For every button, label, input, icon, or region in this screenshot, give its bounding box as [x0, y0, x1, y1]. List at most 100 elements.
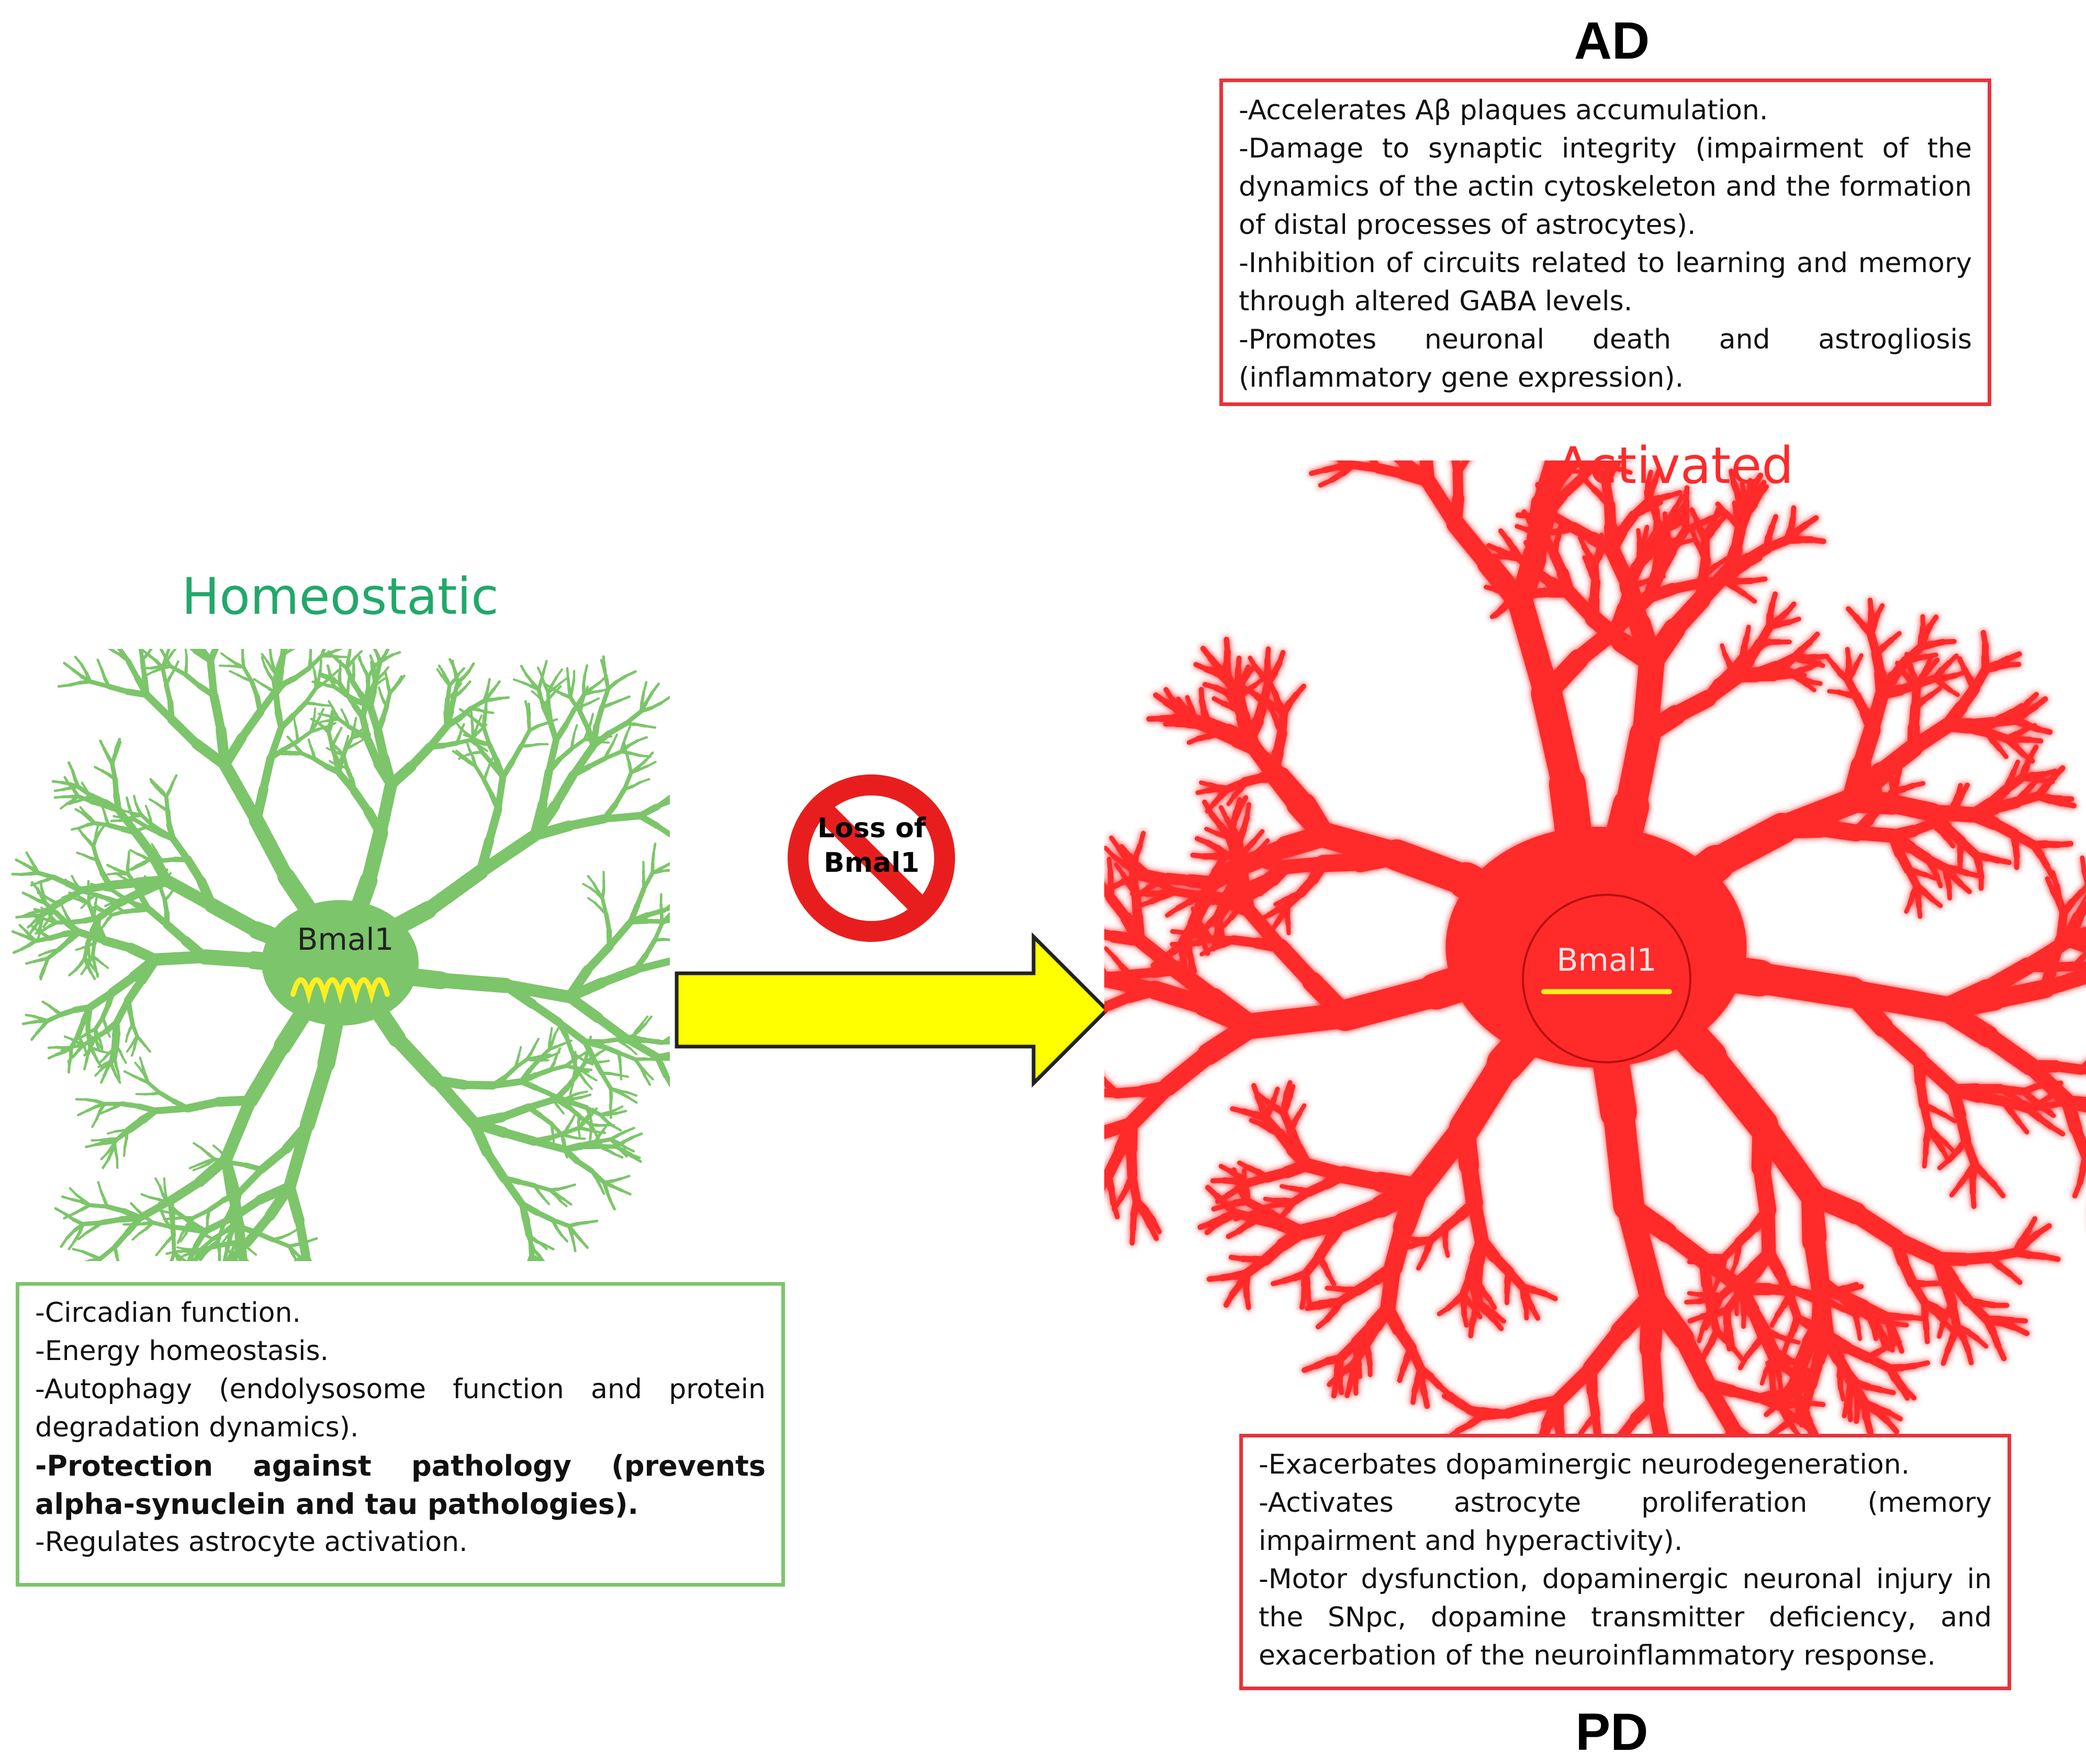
homeostatic-item: -Autophagy (endolysosome function and pr…: [35, 1374, 766, 1443]
astrocyte-process: [580, 693, 586, 705]
astrocyte-process: [1864, 1353, 1893, 1373]
astrocyte-process: [337, 726, 343, 735]
astrocyte-process: [1846, 1204, 1905, 1249]
astrocyte-process: [171, 649, 177, 654]
astrocyte-process: [2050, 1061, 2086, 1075]
astrocyte-process: [624, 1127, 635, 1133]
astrocyte-process: [1279, 1184, 1293, 1190]
astrocyte-process: [68, 681, 82, 687]
astrocyte-process: [1557, 475, 1584, 501]
astrocyte-process: [129, 1118, 147, 1133]
astrocyte-process: [1104, 971, 1163, 998]
astrocyte-process: [627, 912, 651, 925]
astrocyte-process: [533, 1038, 540, 1047]
astrocyte-process: [660, 915, 670, 926]
astrocyte-process: [282, 739, 300, 752]
astrocyte-process: [19, 943, 30, 951]
astrocyte-process: [71, 769, 77, 781]
astrocyte-process: [264, 1181, 295, 1221]
astrocyte-process: [1884, 1418, 1900, 1434]
astrocyte-process: [1684, 485, 1690, 504]
astrocyte-process: [1535, 481, 1545, 499]
astrocyte-process: [80, 967, 87, 975]
astrocyte-process: [71, 874, 76, 883]
transition-arrow: [675, 932, 1109, 1088]
astrocyte-process: [1961, 1136, 1979, 1168]
astrocyte-process: [586, 1219, 599, 1224]
astrocyte-process: [176, 1211, 194, 1226]
astrocyte-process: [553, 1054, 558, 1064]
astrocyte-process: [568, 695, 582, 715]
astrocyte-process: [164, 656, 173, 668]
astrocyte-process: [1985, 1248, 2021, 1262]
astrocyte-process: [1846, 1404, 1853, 1422]
astrocyte-process: [568, 1135, 579, 1140]
astrocyte-process: [631, 957, 670, 974]
astrocyte-process: [1697, 1254, 1750, 1296]
astrocyte-process: [74, 656, 83, 666]
astrocyte-process: [486, 763, 491, 774]
astrocyte-process: [609, 699, 622, 706]
astrocyte-process: [147, 810, 152, 819]
astrocyte-process: [1886, 1410, 1903, 1422]
astrocyte-process: [85, 1143, 97, 1149]
astrocyte-process: [2079, 883, 2086, 895]
astrocyte-process: [1315, 1317, 1330, 1330]
astrocyte-process: [1539, 1419, 1553, 1434]
astrocyte-process: [201, 1214, 238, 1235]
astrocyte-process: [94, 1069, 102, 1077]
astrocyte-process: [531, 690, 540, 698]
astrocyte-process: [550, 1218, 571, 1229]
astrocyte-process: [190, 1228, 200, 1233]
astrocyte-process: [612, 733, 618, 744]
astrocyte-process: [385, 653, 395, 660]
astrocyte-process: [1871, 1324, 1878, 1341]
astrocyte-process: [591, 689, 603, 694]
astrocyte-process: [1930, 897, 1943, 908]
astrocyte-process: [1276, 650, 1286, 666]
astrocyte-process: [1348, 460, 1383, 473]
astrocyte-process: [528, 1235, 534, 1257]
astrocyte-process: [1889, 631, 1902, 643]
astrocyte-process: [2027, 737, 2044, 744]
astrocyte-process: [237, 1223, 248, 1261]
astrocyte-process: [1747, 1307, 1768, 1342]
astrocyte-process: [407, 742, 435, 771]
astrocyte-process: [603, 1121, 610, 1130]
astrocyte-process: [37, 892, 46, 897]
astrocyte-process: [76, 851, 85, 857]
astrocyte-process: [463, 734, 474, 739]
astrocyte-process: [623, 709, 644, 726]
astrocyte-process: [513, 1057, 529, 1070]
astrocyte-process: [639, 706, 654, 713]
astrocyte-process: [1145, 980, 1214, 1015]
astrocyte-process: [212, 1144, 221, 1152]
astrocyte-process: [1762, 1325, 1780, 1355]
astrocyte-process: [471, 756, 477, 768]
astrocyte-process: [485, 685, 490, 695]
astrocyte-process: [519, 728, 532, 748]
astrocyte-process: [1753, 1159, 1777, 1219]
astrocyte-process: [550, 770, 578, 811]
astrocyte-process: [68, 1054, 73, 1066]
astrocyte-process: [587, 1107, 595, 1117]
astrocyte-process: [295, 1216, 310, 1260]
astrocyte-process: [67, 1062, 71, 1074]
astrocyte-process: [622, 1150, 634, 1159]
astrocyte-process: [47, 931, 68, 941]
astrocyte-process: [21, 1021, 33, 1026]
astrocyte-process: [644, 725, 657, 729]
astrocyte-process: [86, 963, 93, 974]
astrocyte-process: [96, 658, 103, 670]
astrocyte-process: [80, 662, 88, 675]
astrocyte-process: [1228, 1254, 1246, 1262]
astrocyte-process: [144, 804, 150, 813]
astrocyte-process: [1205, 801, 1217, 814]
astrocyte-process: [600, 1060, 610, 1063]
astrocyte-process: [1978, 957, 2036, 998]
astrocyte-process: [1446, 514, 1498, 574]
astrocyte-process: [385, 677, 390, 688]
astrocyte-process: [530, 1137, 568, 1153]
astrocyte-process: [540, 1059, 549, 1062]
astrocyte-process: [47, 912, 53, 922]
